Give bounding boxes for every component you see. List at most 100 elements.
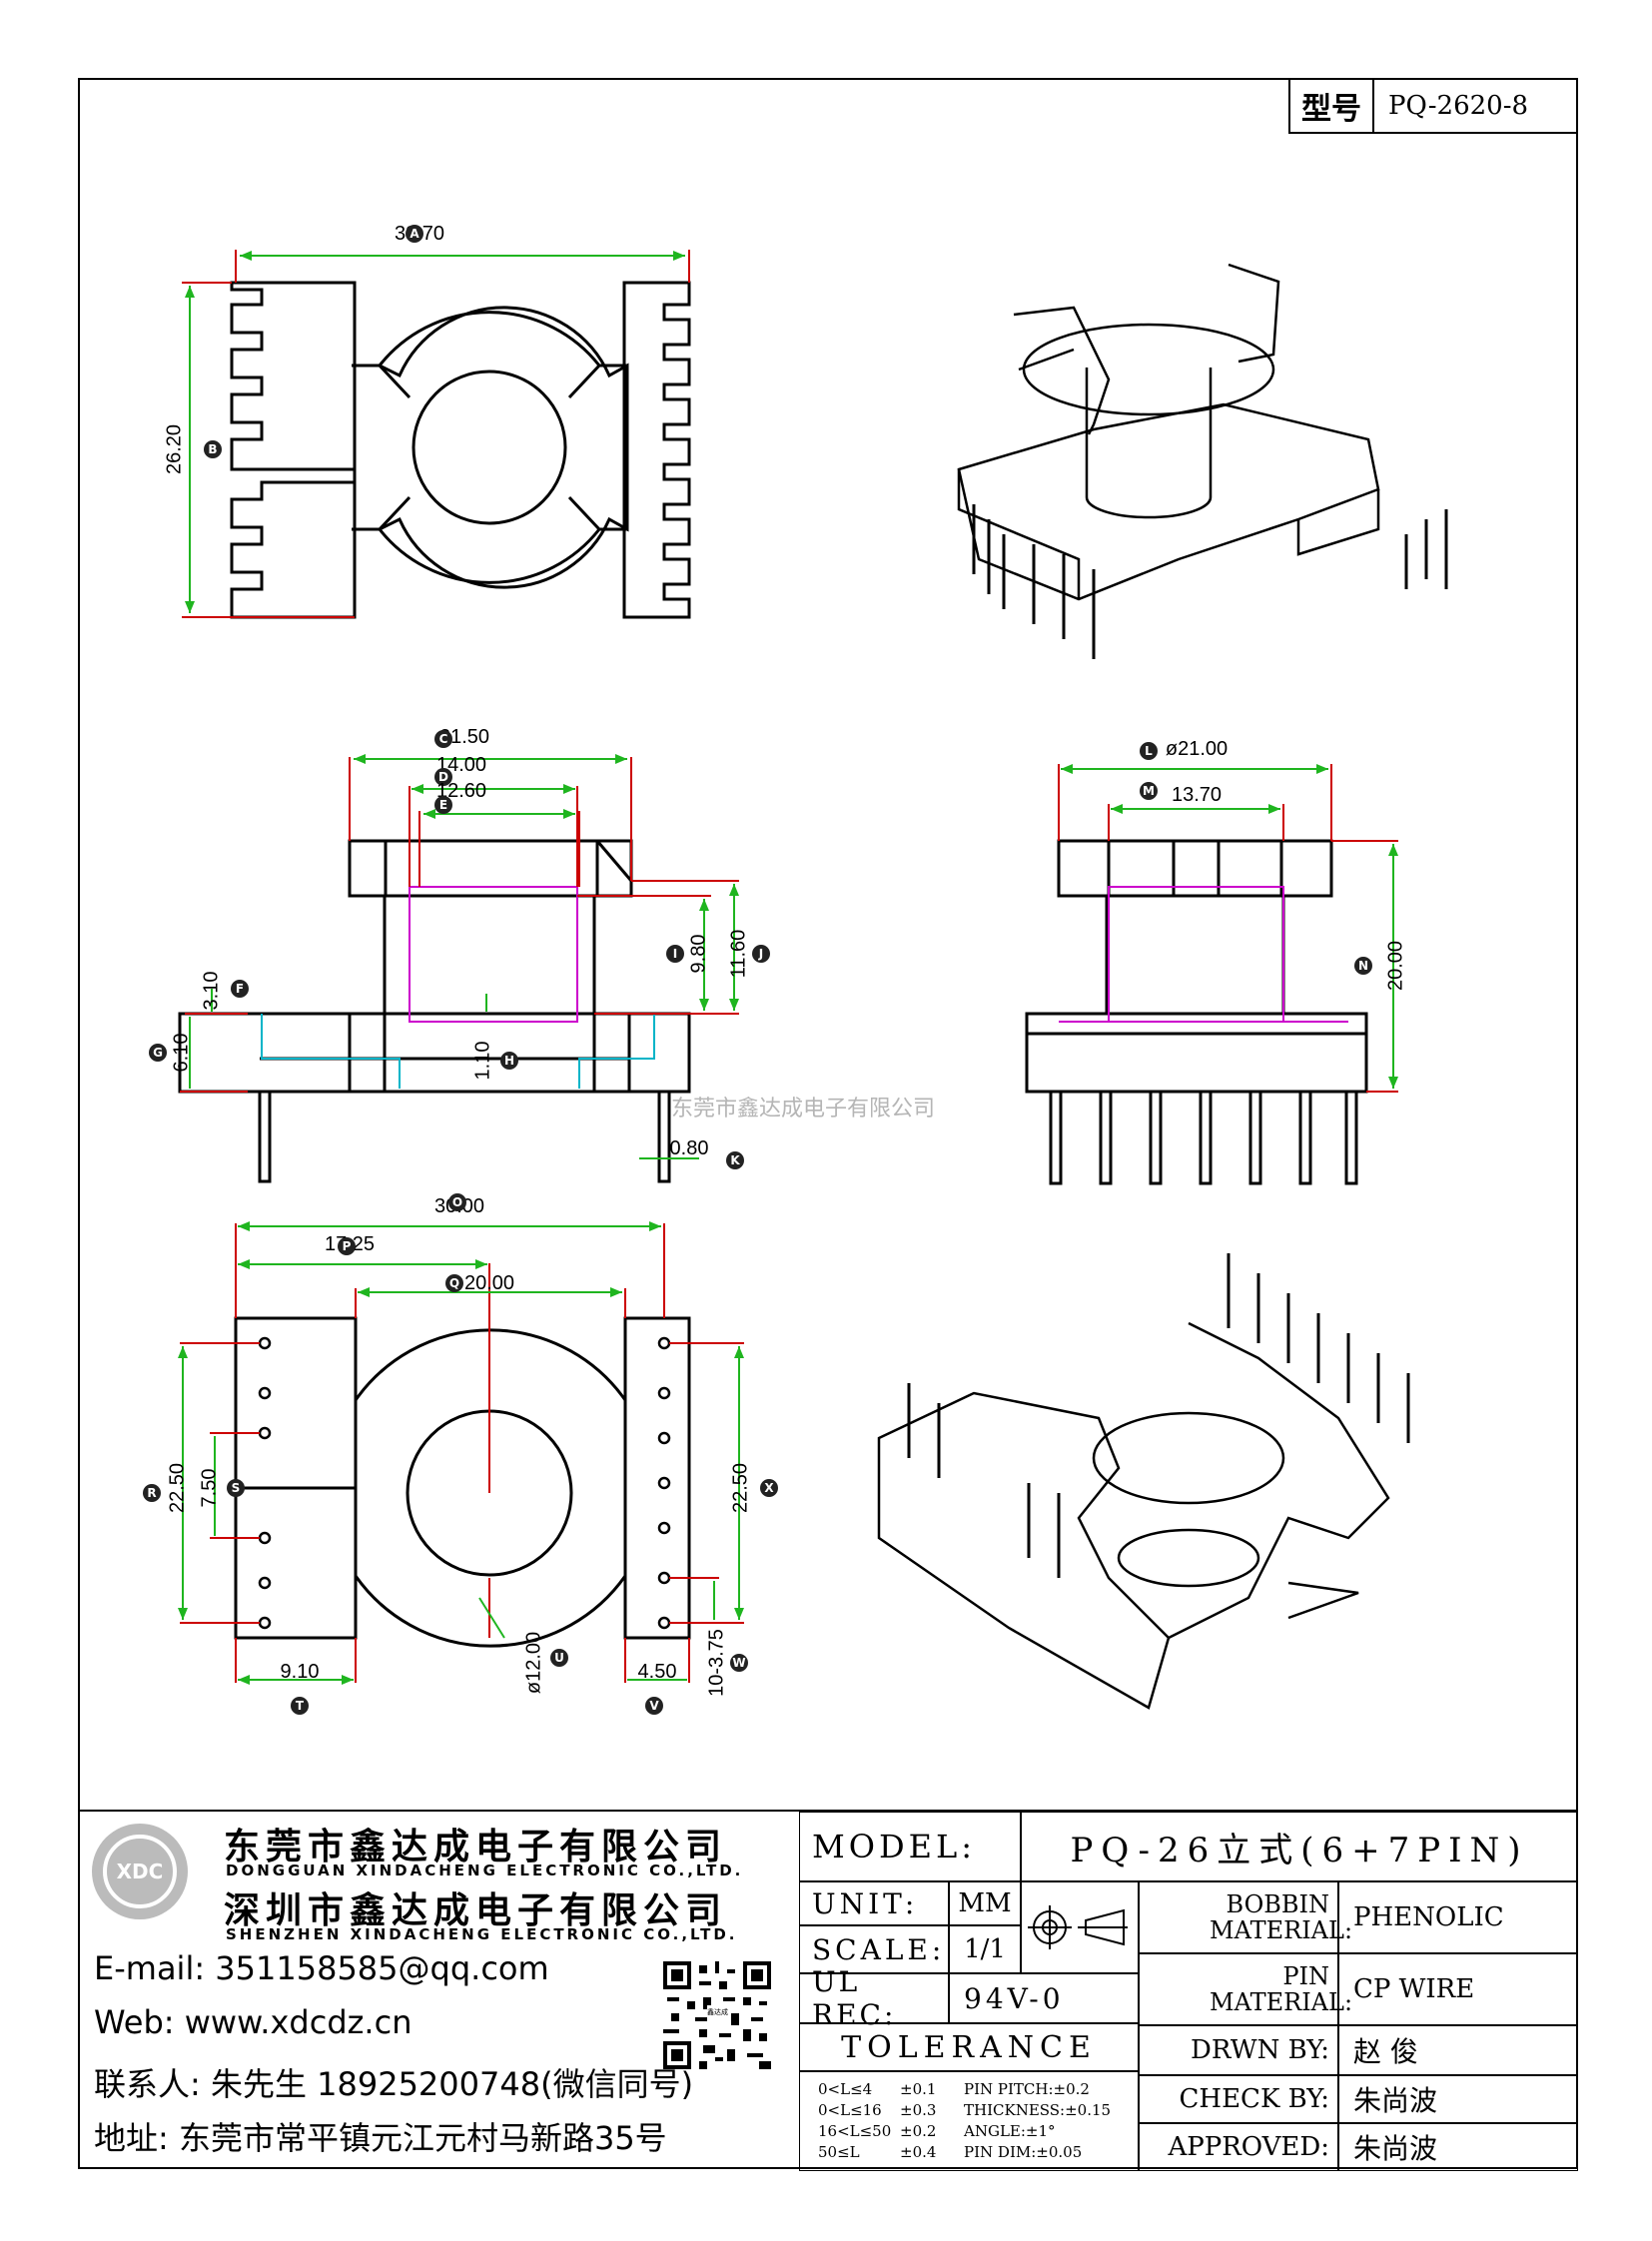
tolerance-range: 50≤L xyxy=(818,2143,860,2161)
dimension-tag-w: W xyxy=(730,1654,748,1672)
dimension-value-h: 1.10 xyxy=(471,1041,494,1081)
dimension-value-w: 10-3.75 xyxy=(705,1629,728,1697)
company-name-dongguan-en: DONGGUAN XINDACHENG ELECTRONIC CO.,LTD. xyxy=(226,1862,744,1879)
tolerance-value: ±0.2 xyxy=(900,2122,937,2140)
dimension-tag-f: F xyxy=(231,980,249,998)
pin-material-label-text: PIN MATERIAL: xyxy=(1210,1962,1353,2016)
dimension-tag-i: I xyxy=(666,945,684,963)
pin-material-label: PIN MATERIAL: xyxy=(1139,1953,1353,2025)
dimension-tag-b: B xyxy=(204,440,222,458)
dimension-value-g: 6.10 xyxy=(170,1033,193,1073)
dimension-tag-x: X xyxy=(760,1479,778,1497)
dimension-tag-o: O xyxy=(448,1193,466,1211)
dimension-value-m: 13.70 xyxy=(1171,784,1223,806)
company-name-shenzhen: 深圳市鑫达成电子有限公司 xyxy=(224,1890,728,1931)
pin-material-value: CP WIRE xyxy=(1338,1953,1578,2025)
bottom-view-outline xyxy=(234,1316,691,1648)
dimension-tag-u: U xyxy=(550,1649,568,1667)
dimension-value-l: ø21.00 xyxy=(1165,738,1229,760)
front-view-outline xyxy=(178,839,691,1183)
dimension-tag-m: M xyxy=(1140,782,1158,800)
company-name-dongguan: 东莞市鑫达成电子有限公司 xyxy=(224,1827,728,1868)
scale-label: SCALE: xyxy=(799,1925,949,1973)
dimension-value-b: 26.20 xyxy=(163,423,186,475)
bobbin-material-label-text: BOBBIN MATERIAL: xyxy=(1210,1890,1353,1944)
dimension-tag-g: G xyxy=(149,1044,167,1062)
dimension-value-k: 0.80 xyxy=(669,1137,709,1159)
tolerance-range: 0<L≤4 xyxy=(818,2080,873,2098)
address-text: 地址: 东莞市常平镇元江元村马新路35号 xyxy=(94,2119,667,2157)
company-name-shenzhen-en: SHENZHEN XINDACHENG ELECTRONIC CO.,LTD. xyxy=(226,1925,738,1943)
dimension-value-r: 22.50 xyxy=(166,1462,189,1514)
qr-code: 鑫达成 xyxy=(663,1961,771,2069)
dimension-value-t: 9.10 xyxy=(280,1661,320,1683)
dimension-tag-a: A xyxy=(406,225,423,243)
approved-label: APPROVED: xyxy=(1139,2123,1338,2171)
tolerance-range: 16<L≤50 xyxy=(818,2122,892,2140)
tolerance-range: 0<L≤16 xyxy=(818,2101,882,2119)
model-number-box: 型号 PQ-2620-8 xyxy=(1288,78,1578,134)
model-number-value: PQ-2620-8 xyxy=(1388,91,1529,121)
drawn-by-value: 赵 俊 xyxy=(1338,2025,1578,2075)
approved-value: 朱尚波 xyxy=(1338,2123,1578,2171)
dimension-value-e: 12.60 xyxy=(435,780,487,802)
dimension-value-q: 20.00 xyxy=(463,1272,515,1294)
company-logo: XDC xyxy=(92,1824,188,1919)
dimension-value-i: 9.80 xyxy=(687,934,710,974)
dimension-value-v: 4.50 xyxy=(637,1661,677,1683)
tolerance-row: 0<L≤16 ±0.3 THICKNESS:±0.15 xyxy=(818,2100,1111,2121)
dimension-tag-s: S xyxy=(227,1479,245,1497)
tolerance-note: PIN DIM:±0.05 xyxy=(964,2143,1083,2161)
dimension-tag-r: R xyxy=(143,1484,161,1502)
dimension-tag-j: J xyxy=(752,945,770,963)
bobbin-material-value: PHENOLIC xyxy=(1338,1881,1578,1953)
dimension-tag-k: K xyxy=(726,1151,744,1169)
dimension-value-f: 3.10 xyxy=(200,971,223,1011)
side-view-outline xyxy=(1025,839,1368,1185)
model-value: PQ-26立式(6+7PIN) xyxy=(1021,1812,1578,1881)
tolerance-note: THICKNESS:±0.15 xyxy=(964,2101,1112,2119)
qr-code-graphic xyxy=(663,1961,771,2069)
dimension-value-c: 21.50 xyxy=(438,726,490,748)
dimension-value-j: 11.60 xyxy=(727,929,750,979)
model-number-label: 型号 xyxy=(1290,80,1374,132)
dimension-tag-p: P xyxy=(338,1237,356,1255)
scale-value: 1/1 xyxy=(949,1925,1021,1973)
dimension-tag-q: Q xyxy=(445,1274,463,1292)
dimension-value-u: ø12.00 xyxy=(522,1631,545,1695)
dimension-tag-d: D xyxy=(434,768,452,786)
dimension-value-n: 20.00 xyxy=(1384,940,1407,992)
dimension-tag-e: E xyxy=(434,796,452,814)
dimension-tag-l: L xyxy=(1140,742,1158,760)
qr-center-caption: 鑫达成 xyxy=(707,2008,728,2016)
projection-symbol-icon xyxy=(1028,1905,1128,1949)
tolerance-value: ±0.3 xyxy=(900,2101,937,2119)
tolerance-label: TOLERANCE xyxy=(799,2023,1139,2071)
tolerance-value: ±0.1 xyxy=(900,2080,937,2098)
technical-drawing xyxy=(178,250,1448,1710)
drawing-frame xyxy=(78,78,1578,2169)
ul-rec-value: 94V-0 xyxy=(949,1973,1139,2023)
isometric-view-top xyxy=(957,263,1448,659)
top-view-outline xyxy=(230,281,691,619)
tolerance-row: 50≤L ±0.4 PIN DIM:±0.05 xyxy=(818,2142,1111,2163)
model-label: MODEL: xyxy=(799,1812,1021,1881)
drawn-by-label: DRWN BY: xyxy=(1139,2025,1338,2075)
contact-person-text: 联系人: 朱先生 18925200748(微信同号) xyxy=(94,2065,694,2103)
check-by-value: 朱尚波 xyxy=(1338,2075,1578,2123)
title-block: XDC 东莞市鑫达成电子有限公司 DONGGUAN XINDACHENG ELE… xyxy=(78,1810,1578,2171)
bobbin-material-label: BOBBIN MATERIAL: xyxy=(1139,1881,1353,1953)
logo-mark: XDC xyxy=(103,1835,177,1908)
dimension-tag-v: V xyxy=(645,1697,663,1715)
watermark-text: 东莞市鑫达成电子有限公司 xyxy=(671,1097,936,1121)
unit-value: MM xyxy=(949,1881,1021,1925)
email-text: E-mail: 351158585@qq.com xyxy=(94,1949,549,1987)
unit-label: UNIT: xyxy=(799,1881,949,1925)
web-text: Web: www.xdcdz.cn xyxy=(94,2003,413,2041)
dimension-tag-n: N xyxy=(1354,957,1372,975)
dimension-value-x: 22.50 xyxy=(729,1462,752,1514)
check-by-label: CHECK BY: xyxy=(1139,2075,1338,2123)
tolerance-value: ±0.4 xyxy=(900,2143,937,2161)
